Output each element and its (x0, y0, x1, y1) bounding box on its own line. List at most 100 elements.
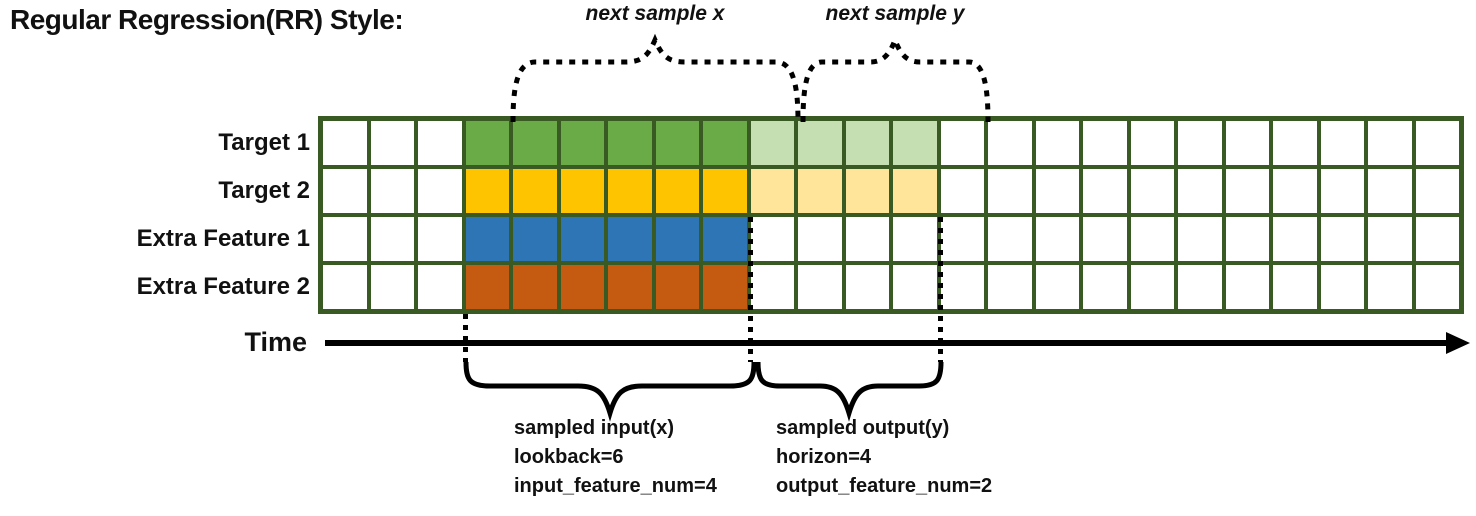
output-feature-num-value: output_feature_num=2 (776, 475, 993, 497)
grid-cell (845, 265, 889, 309)
grid-cell (1035, 265, 1079, 309)
input-feature-num-value: input_feature_num=4 (514, 475, 717, 497)
grid-cell (940, 265, 984, 309)
grid-cell (1083, 169, 1127, 213)
grid-cell (750, 169, 794, 213)
next-sample-x-label: next sample x (585, 2, 725, 25)
grid-cell (1273, 265, 1317, 309)
sampled-input-title: sampled input(x) (514, 417, 675, 439)
grid-cell (893, 217, 937, 261)
grid-cell (1083, 217, 1127, 261)
grid-cell (608, 121, 652, 165)
grid-cell (703, 265, 747, 309)
grid-cell (1415, 265, 1459, 309)
grid-cell (513, 169, 557, 213)
grid-cell (1130, 121, 1174, 165)
grid-cell (323, 265, 367, 309)
sampled-output-brace (755, 361, 944, 422)
grid-cell (1130, 265, 1174, 309)
grid-cell (750, 121, 794, 165)
grid-cell (1415, 121, 1459, 165)
sampled-output-title: sampled output(y) (776, 417, 950, 439)
grid-cell (418, 217, 462, 261)
grid-cell (893, 265, 937, 309)
grid-cell (418, 265, 462, 309)
grid-cell (940, 121, 984, 165)
sampled-input-brace (463, 361, 757, 422)
grid-cell (513, 121, 557, 165)
grid-cell (703, 169, 747, 213)
grid-cell (418, 169, 462, 213)
grid-cell (370, 169, 414, 213)
diagram-title: Regular Regression(RR) Style: (10, 4, 404, 35)
grid-cell (323, 121, 367, 165)
grid-cell (560, 169, 604, 213)
grid-cell (560, 121, 604, 165)
next-sample-y-brace (800, 32, 991, 123)
grid-cell (655, 217, 699, 261)
grid-cell (1178, 121, 1222, 165)
grid-cell (608, 169, 652, 213)
grid-cell (988, 121, 1032, 165)
grid-cell (323, 217, 367, 261)
grid-cell (1083, 121, 1127, 165)
grid-cell (560, 217, 604, 261)
grid-cell (703, 121, 747, 165)
grid-cell (608, 217, 652, 261)
grid-cell (1368, 265, 1412, 309)
grid-cell (1130, 169, 1174, 213)
grid-cell (798, 217, 842, 261)
grid-cell (465, 217, 509, 261)
grid-cell (1083, 265, 1127, 309)
grid-cell (988, 265, 1032, 309)
grid-cell (893, 169, 937, 213)
grid-cell (1035, 217, 1079, 261)
grid-cell (1415, 169, 1459, 213)
grid-cell (940, 169, 984, 213)
row-label-extra-feature-1: Extra Feature 1 (136, 225, 310, 252)
grid-cell (845, 217, 889, 261)
time-axis-label: Time (244, 327, 307, 357)
grid-cell (988, 169, 1032, 213)
grid-cell (1225, 217, 1269, 261)
grid-cell (1225, 169, 1269, 213)
row-label-target-2: Target 2 (218, 177, 310, 204)
grid-cell (560, 265, 604, 309)
grid-cell (1035, 169, 1079, 213)
grid-cell (1178, 265, 1222, 309)
grid-cell (1320, 121, 1364, 165)
grid-cell (513, 217, 557, 261)
grid-cell (1273, 169, 1317, 213)
grid-cell (655, 121, 699, 165)
grid-cell (465, 265, 509, 309)
grid-cell (940, 217, 984, 261)
grid-cell (1368, 217, 1412, 261)
sampled-input-note: sampled input(x) lookback=6 input_featur… (514, 414, 717, 501)
grid-cell (1178, 217, 1222, 261)
grid-cell (1130, 217, 1174, 261)
grid-cell (655, 265, 699, 309)
horizon-value: horizon=4 (776, 446, 872, 468)
grid-cell (750, 265, 794, 309)
sampled-output-note: sampled output(y) horizon=4 output_featu… (776, 414, 992, 501)
time-axis-arrowhead (1446, 332, 1470, 354)
row-label-extra-feature-2: Extra Feature 2 (136, 273, 310, 300)
grid-cell (988, 217, 1032, 261)
grid-cell (1368, 121, 1412, 165)
grid-cell (465, 121, 509, 165)
grid-cell (1273, 121, 1317, 165)
grid-cell (798, 265, 842, 309)
grid-cell (845, 169, 889, 213)
grid-cell (370, 121, 414, 165)
grid-cell (465, 169, 509, 213)
grid-cell (418, 121, 462, 165)
grid-cell (1273, 217, 1317, 261)
grid-cell (323, 169, 367, 213)
grid-cell (1225, 121, 1269, 165)
grid-cell (655, 169, 699, 213)
grid-cell (370, 265, 414, 309)
row-label-target-1: Target 1 (218, 129, 310, 156)
grid-cell (1320, 265, 1364, 309)
grid-cell (750, 217, 794, 261)
